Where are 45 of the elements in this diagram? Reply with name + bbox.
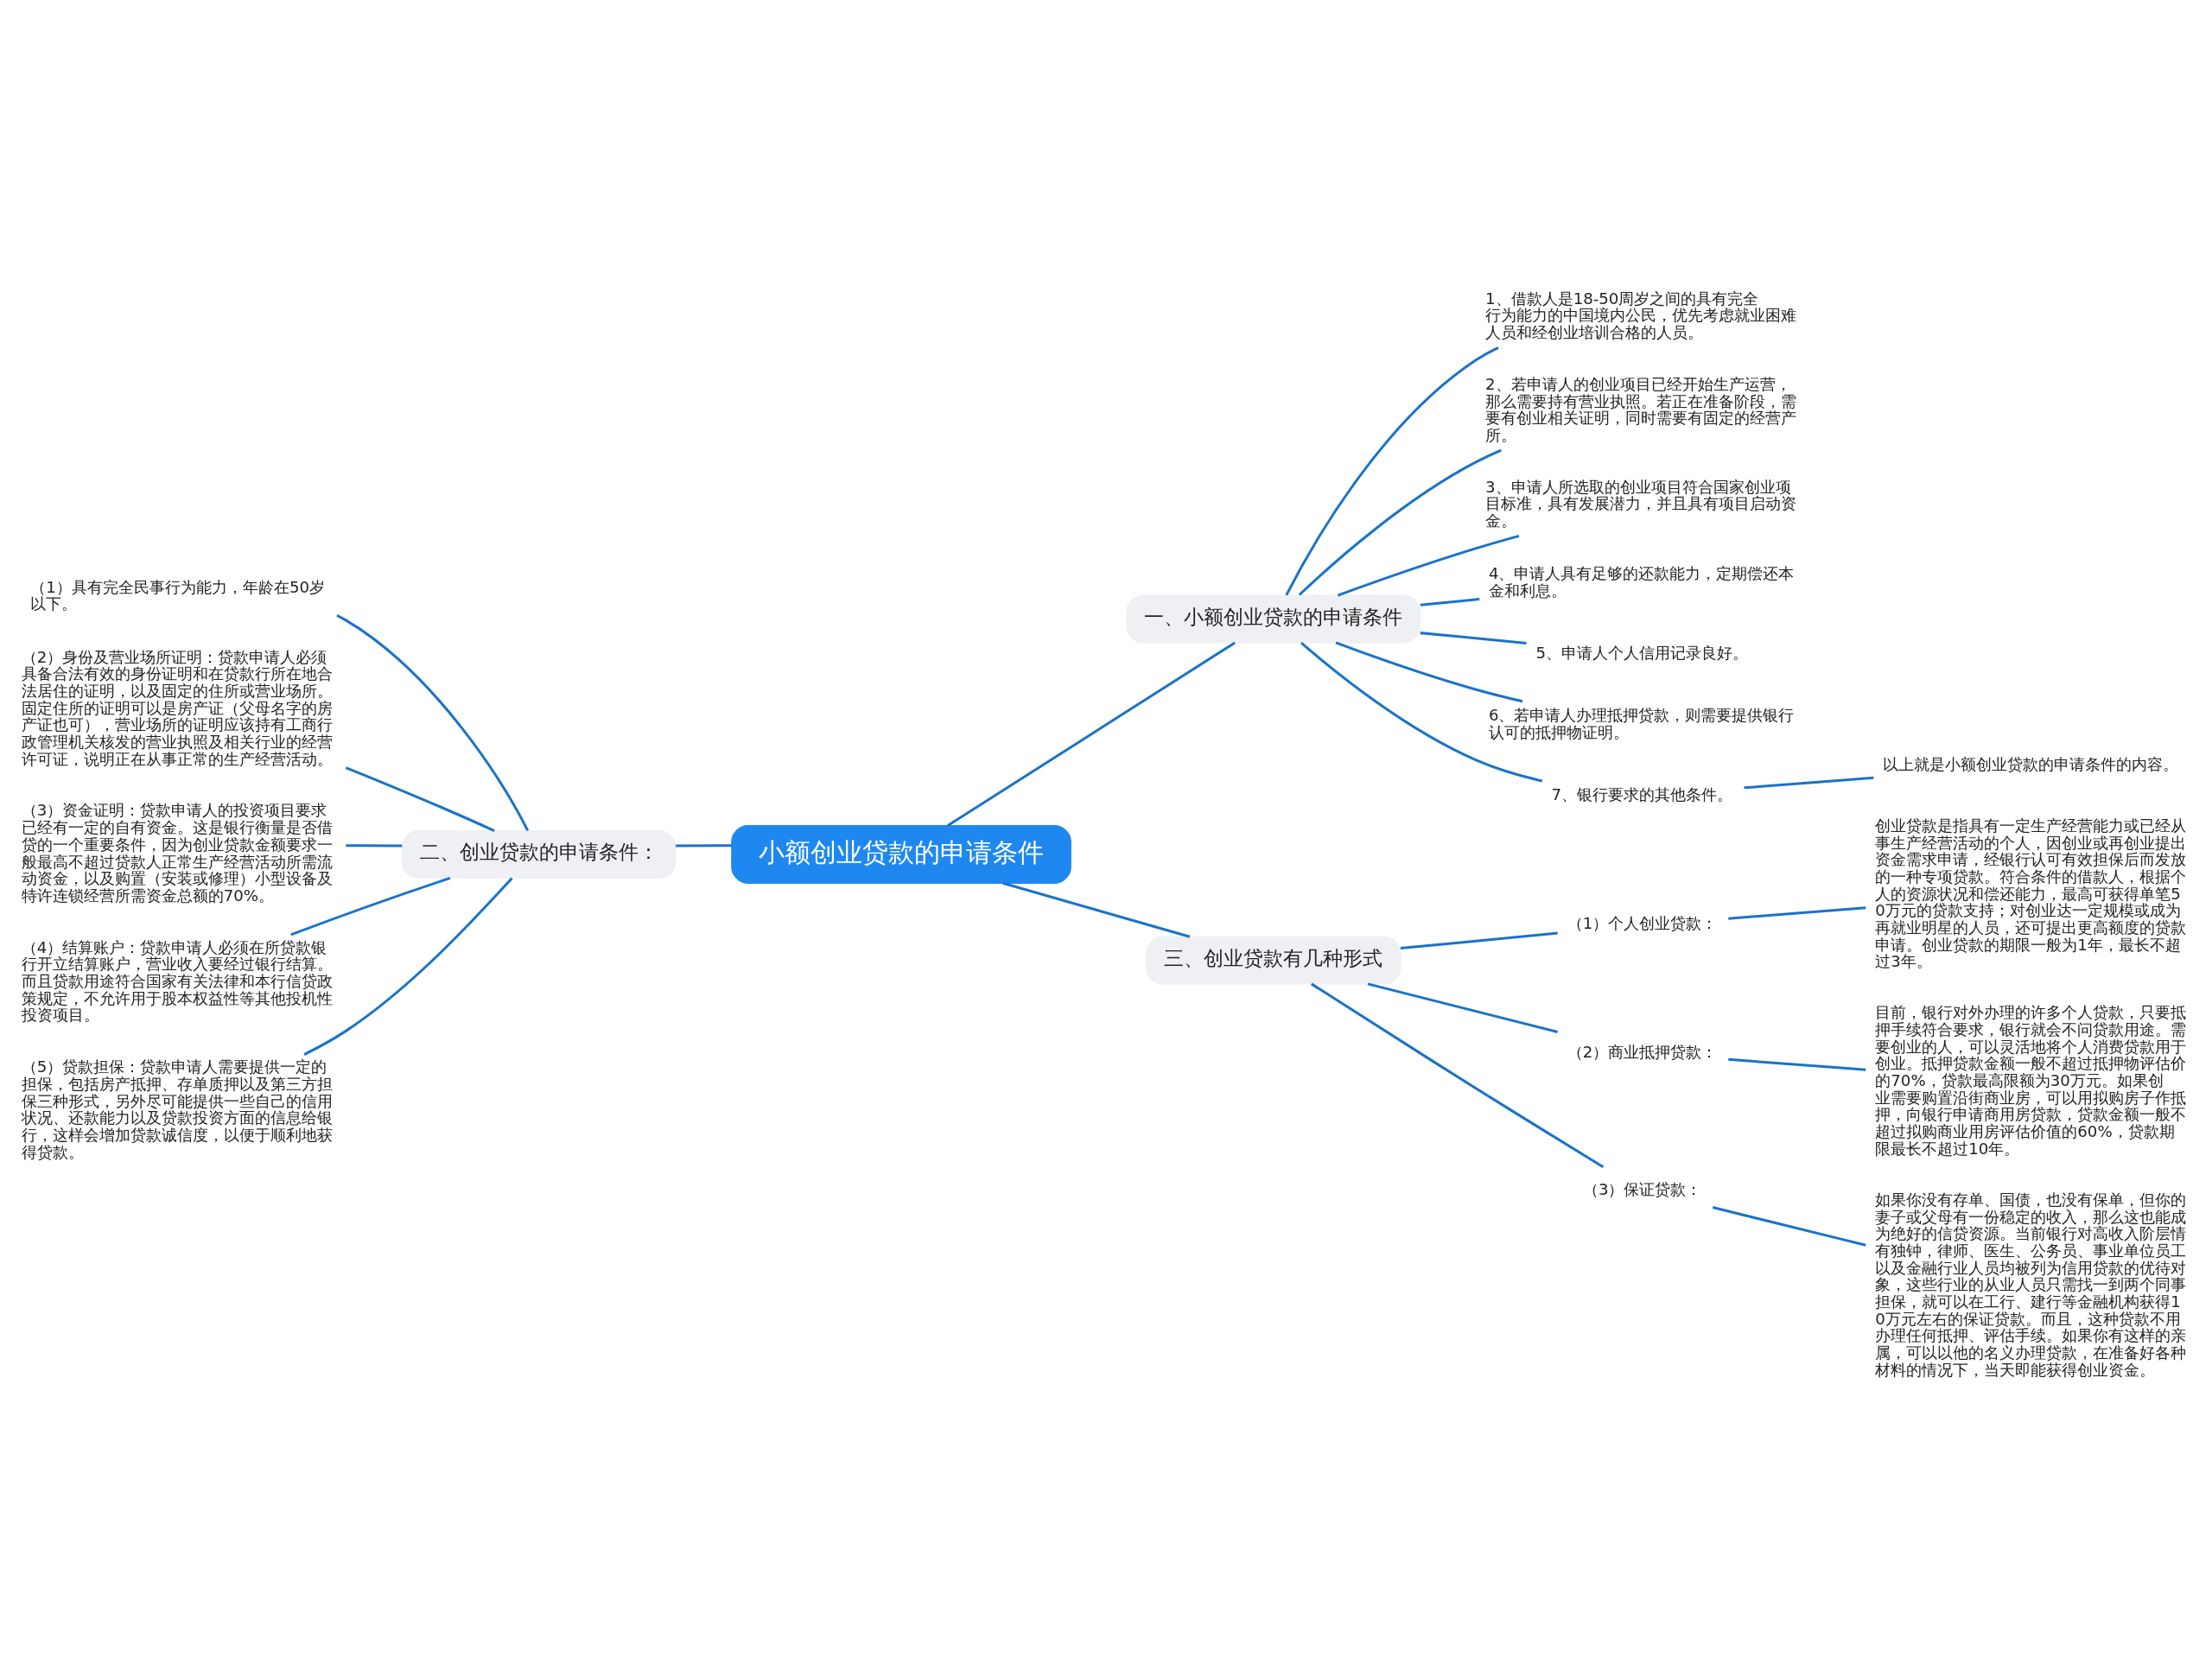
node-text: （1）具有完全民事行为能力，年龄在50岁以下。 — [30, 577, 326, 613]
node-text: （1）个人创业贷款： — [1567, 913, 1718, 932]
connector — [1310, 982, 1605, 1168]
connector — [1728, 1057, 1866, 1071]
connector — [346, 843, 403, 848]
connector — [1367, 981, 1558, 1033]
node-text: （4）结算账户：贷款申请人必须在所贷款银行开立结算账户，营业收入要经过银行结算。而且贷款用途符合国家有关法律和本行信贷政策规定，不允许用于股本权益性等其他投机性投资项目。 — [21, 937, 333, 1024]
node-text: 4、申请人具有足够的还款能力，定期偿还本金和利息。 — [1488, 563, 1795, 600]
connector — [1285, 346, 1499, 595]
node-box: 二、创业贷款的申请条件： — [401, 829, 677, 879]
connector — [336, 613, 530, 831]
connector — [1337, 534, 1520, 596]
node-text: 目前，银行对外办理的许多个人贷款，只要抵押手续符合要求，银行就会不问贷款用途。需要创业的人，可以灵活地将个人消费贷款用于创业。抵押贷款金额一般不超过抵押物评估价的70%，贷款最高限额为30万元。如果创业需要购置沿街商业房，可以用拟购房子作抵押，向银行申请商用房贷款，贷款金额一般不超过拟购商业用房评估价值的60%，贷款期限最长不超过10年。 — [1875, 1002, 2187, 1158]
node-box: 一、小额创业贷款的申请条件 — [1126, 594, 1421, 643]
node-box: 三、创业贷款有几种形式 — [1146, 936, 1402, 985]
connector — [1712, 1205, 1866, 1247]
connector — [675, 843, 732, 848]
connector — [345, 765, 495, 832]
connector — [1002, 881, 1191, 938]
node-text: 创业贷款是指具有一定生产经营能力或已经从事生产经营活动的个人，因创业或再创业提出资金需求申请，经银行认可有效担保后而发放的一种专项贷款。符合条件的借款人，根据个人的资源状况和偿还能力，最高可获得单笔50万元的贷款支持；对创业达一定规模或成为再就业明星的人员，还可提出更高额度的贷款申请。创业贷款的期限一般为1年，最长不超过3年。 — [1875, 816, 2187, 970]
node-text: 以上就是小额创业贷款的申请条件的内容。 — [1883, 754, 2179, 773]
node-text: （3）保证贷款： — [1582, 1179, 1702, 1198]
connector — [1420, 597, 1480, 606]
node-text: （3）资金证明：贷款申请人的投资项目要求已经有一定的自有资金。这是银行衡量是否借贷的一个重要条件，因为创业贷款金额要求一般最高不超过贷款人正常生产经营活动所需流动资金，以及购置（安装或修理）小型设备及特许连锁经营所需资金总额的70%。 — [21, 800, 333, 905]
node-text: 如果你没有存单、国债，也没有保单，但你的妻子或父母有一份稳定的收入，那么这也能成为绝好的信贷资源。当前银行对高收入阶层情有独钟，律师、医生、公务员、事业单位员工以及金融行业人员均被列为信用贷款的优待对象，这些行业的从业人员只需找一到两个同事担保，就可以在工行、建行等金融机构获得10万元左右的保证贷款。而且，这种贷款不用办理任何抵押、评估手续。如果你有这样的亲属，可以以他的名义办理贷款，在准备好各种材料的情况下，当天即能获得创业资金。 — [1875, 1190, 2187, 1379]
node-text: （2）商业抵押贷款： — [1567, 1042, 1718, 1061]
node-text: 2、若申请人的创业项目已经开始生产运营，那么需要持有营业执照。若正在准备阶段，需要有创业相关证明，同时需要有固定的经营产所。 — [1485, 374, 1797, 444]
connector — [1728, 905, 1866, 920]
node-text: 3、申请人所选取的创业项目符合国家创业项目标准，具有发展潜力，并且具有项目启动资金。 — [1485, 477, 1797, 530]
connector — [1420, 631, 1527, 645]
connector — [303, 876, 513, 1056]
node-text: 1、借款人是18-50周岁之间的具有完全行为能力的中国境内公民，优先考虑就业困难人员和经创业培训合格的人员。 — [1485, 289, 1797, 341]
connector — [1298, 448, 1503, 596]
connector — [1300, 641, 1543, 782]
node-text: 6、若申请人办理抵押贷款，则需要提供银行认可的抵押物证明。 — [1488, 705, 1795, 741]
connector — [1400, 931, 1558, 949]
node-text: 7、银行要求的其他条件。 — [1551, 784, 1733, 803]
node-text: （5）贷款担保：贷款申请人需要提供一定的担保，包括房产抵押、存单质押以及第三方担保三种形式，另外尽可能提供一些自己的信用状况、还款能力以及贷款投资方面的信息给银行，这样会增加贷款诚信度，以便于顺利地获得贷款。 — [21, 1057, 333, 1161]
node-text: 5、申请人个人信用记录良好。 — [1535, 643, 1748, 662]
node-text: （2）身份及营业场所证明：贷款申请人必须具备合法有效的身份证明和在贷款行所在地合法居住的证明，以及固定的住所或营业场所。固定住所的证明可以是房产证（父母名字的房产证也可），营业场所的证明应该持有工商行政管理机关核发的营业执照及相关行业的经营许可证，说明正在从事正常的生产经营活动。 — [21, 647, 333, 768]
connector — [1335, 640, 1523, 702]
connector — [290, 876, 451, 936]
connector — [947, 641, 1236, 827]
connector — [1744, 776, 1874, 789]
node-box: 小额创业贷款的申请条件 — [731, 824, 1071, 884]
